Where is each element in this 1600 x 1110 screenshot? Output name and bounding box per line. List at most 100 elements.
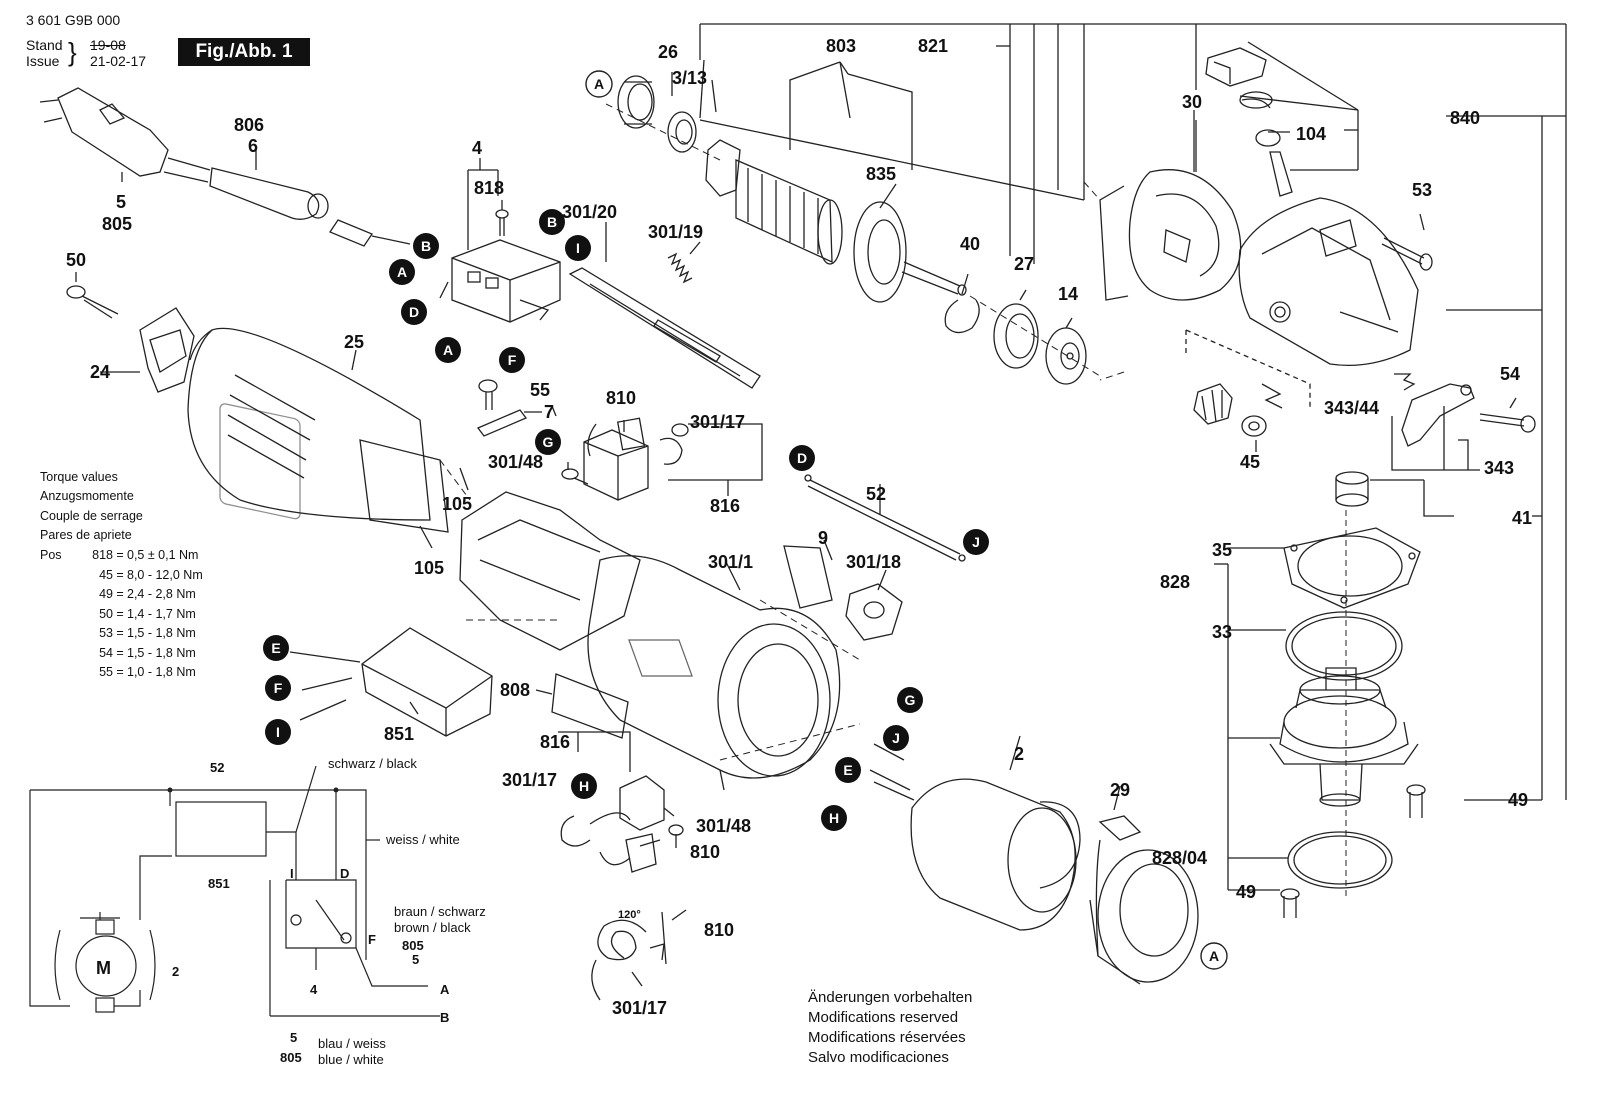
- svg-text:H: H: [829, 810, 839, 826]
- part-label: 6: [248, 136, 258, 156]
- ring-27-drawing: [993, 303, 1039, 369]
- svg-text:A: A: [443, 342, 453, 358]
- power-plug-drawing: [39, 87, 411, 247]
- part-label: 45: [1240, 452, 1260, 472]
- torque-pos-label: Pos: [40, 548, 62, 562]
- torque-row: 49=2,4 - 2,8 Nm: [40, 585, 196, 605]
- screw-301-48-drawing: [561, 468, 589, 485]
- torque-value: 2,4 - 2,8 Nm: [127, 587, 196, 601]
- dashed-box-343: [1185, 329, 1311, 410]
- assembly-lines: [439, 103, 1125, 761]
- callout-e: E: [835, 757, 861, 783]
- torque-title-3: Pares de apriete: [40, 528, 132, 542]
- part-label: 810: [606, 388, 636, 408]
- torque-pos: 49: [99, 587, 113, 601]
- baffle-29-drawing: [1089, 815, 1199, 985]
- part-label: 49: [1508, 790, 1528, 810]
- wiring-52: 52: [210, 760, 224, 775]
- part-label: 105: [414, 558, 444, 578]
- part-label: 301/17: [502, 770, 557, 790]
- torque-row: 54=1,5 - 1,8 Nm: [40, 644, 196, 664]
- wiring-4: 4: [310, 982, 318, 997]
- motor-symbol: M: [96, 958, 111, 978]
- wiring-851: 851: [208, 876, 230, 891]
- callout-a: A: [389, 259, 415, 285]
- issue-label: Issue: [26, 53, 60, 69]
- spring-301-19-drawing: [667, 252, 693, 284]
- torque-pos: 50: [99, 607, 113, 621]
- brace: }: [68, 37, 77, 67]
- callouts: A B A B I D A F G D J E F I G J E H H A: [263, 70, 1228, 970]
- leader-lines: [75, 23, 1567, 987]
- part-label: 25: [344, 332, 364, 352]
- svg-text:B: B: [421, 238, 431, 254]
- svg-text:F: F: [508, 352, 517, 368]
- part-label: 9: [818, 528, 828, 548]
- part-labels: 26 3/13 803 821 806 6 5 805 4 818 301/20…: [66, 36, 1532, 1018]
- callout-f: F: [499, 347, 525, 373]
- callout-a: A: [435, 337, 461, 363]
- part-label: 55: [530, 380, 550, 400]
- svg-text:B: B: [547, 214, 557, 230]
- part-label: 3/13: [672, 68, 707, 88]
- lower-brush-drawing: [560, 775, 684, 873]
- label-808-drawing: [551, 673, 629, 739]
- screw-49-upper-drawing: [1406, 784, 1426, 818]
- electronic-module-drawing: [289, 627, 693, 737]
- part-label: 27: [1014, 254, 1034, 274]
- note-line: Modifications reserved: [808, 1009, 959, 1026]
- torque-value: 1,4 - 1,7 Nm: [127, 607, 196, 621]
- part-label: 41: [1512, 508, 1532, 528]
- part-label: 835: [866, 164, 896, 184]
- callout-a: A: [585, 70, 613, 98]
- wire-black-label: schwarz / black: [328, 756, 417, 771]
- spring-angle: 120°: [618, 909, 641, 921]
- svg-text:A: A: [397, 264, 407, 280]
- motor-housing-drawing: [459, 491, 841, 791]
- part-label: 104: [1296, 124, 1326, 144]
- part-label: 840: [1450, 108, 1480, 128]
- part-label: 810: [690, 842, 720, 862]
- callout-h: H: [571, 773, 597, 799]
- svg-text:A: A: [594, 76, 604, 92]
- torque-title-2: Couple de serrage: [40, 509, 143, 523]
- part-label: 343/44: [1324, 398, 1379, 418]
- wiring-diagram: 52 851 M 2 4 I D F 5 805 A B 5 805 schwa…: [29, 756, 486, 1067]
- cover-plate-9-drawing: [783, 545, 833, 609]
- part-label: 301/19: [648, 222, 703, 242]
- callout-g: G: [897, 687, 923, 713]
- torque-row: 55=1,0 - 1,8 Nm: [40, 663, 196, 683]
- bearing-26-drawing: [617, 75, 655, 129]
- part-label: 816: [710, 496, 740, 516]
- part-label: 33: [1212, 622, 1232, 642]
- wiring-a: A: [440, 982, 450, 997]
- callout-g: G: [535, 429, 561, 455]
- torque-row: 53=1,5 - 1,8 Nm: [40, 624, 196, 644]
- wiring-805-top: 805: [402, 938, 424, 953]
- part-label: 35: [1212, 540, 1232, 560]
- part-label: 53: [1412, 180, 1432, 200]
- part-label: 821: [918, 36, 948, 56]
- svg-text:F: F: [274, 680, 283, 696]
- part-label: 14: [1058, 284, 1078, 304]
- svg-text:D: D: [797, 450, 807, 466]
- torque-pos: 818: [92, 548, 113, 562]
- part-label: 26: [658, 42, 678, 62]
- torque-title-0: Torque values: [40, 470, 118, 484]
- gear-head-drawing: [1205, 47, 1419, 367]
- part-drawings: [39, 47, 1536, 1001]
- torque-value: 1,5 - 1,8 Nm: [127, 646, 196, 660]
- part-label: 301/48: [488, 452, 543, 472]
- part-label: 301/1: [708, 552, 753, 572]
- part-label: 828/04: [1152, 848, 1207, 868]
- part-label: 828: [1160, 572, 1190, 592]
- part-label: 4: [472, 138, 482, 158]
- bracket-24-drawing: [139, 307, 195, 393]
- field-coil-drawing: [869, 743, 1081, 931]
- stand-label: Stand: [26, 37, 63, 53]
- part-label: 30: [1182, 92, 1202, 112]
- svg-text:A: A: [1209, 948, 1219, 964]
- part-label: 816: [540, 732, 570, 752]
